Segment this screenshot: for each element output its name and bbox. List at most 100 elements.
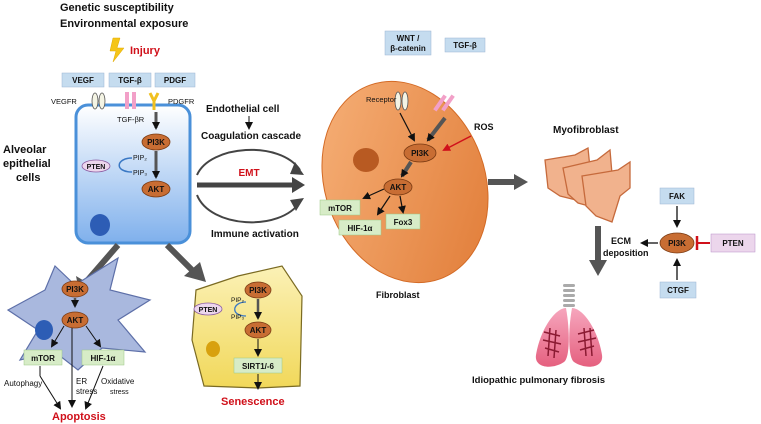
to-senescence-cell-arrow	[184, 262, 206, 282]
fibro-tgfbr-icon	[433, 94, 455, 112]
pdgfr-label: PDGFR	[168, 97, 195, 106]
oxidative-label-2: stress	[110, 389, 129, 396]
right-pi3k-node	[659, 232, 695, 254]
fibro-pi3k-label: PI3K	[411, 149, 429, 158]
ecm-arrow	[589, 260, 607, 276]
apop-akt-label: AKT	[67, 316, 84, 325]
fak-box	[659, 187, 695, 205]
tgfbr-receptor-icon	[125, 92, 136, 109]
right-pten-label: PTEN	[722, 239, 744, 248]
environmental-exposure-label: Environmental exposure	[60, 18, 188, 30]
pdgfr-receptor-icon	[148, 92, 160, 110]
myofibroblast-cells	[544, 146, 631, 223]
ecm-label-1: ECM	[611, 236, 631, 246]
apop-pi3k-label: PI3K	[66, 285, 84, 294]
ctgf-box	[659, 281, 697, 299]
receptor-label: Receptor	[366, 95, 397, 104]
apop-mtor-box	[23, 349, 63, 366]
sen-pip2-label: PIP₂	[231, 297, 244, 304]
fak-label: FAK	[669, 192, 685, 201]
pten-label: PTEN	[87, 164, 106, 171]
endothelial-label: Endothelial cell	[206, 104, 280, 115]
sen-pi3k-label: PI3K	[249, 286, 267, 295]
ctgf-label: CTGF	[667, 286, 689, 295]
pdgf-box	[154, 72, 196, 88]
sen-akt-label: AKT	[250, 326, 267, 335]
fibro-receptor-icon	[394, 91, 409, 111]
sen-pip-cycle-arrow	[234, 301, 247, 317]
fibroblast-label: Fibroblast	[376, 290, 420, 300]
senescence-label: Senescence	[221, 396, 285, 408]
emt-curve-top	[196, 149, 301, 176]
pi3k-node	[141, 133, 171, 151]
pten-node	[81, 159, 111, 173]
wnt-box	[384, 30, 432, 56]
fibro-tgfb-box	[444, 37, 486, 53]
sirt-box	[233, 357, 283, 374]
ros-label: ROS	[474, 122, 494, 132]
apop-hif-label: HIF-1α	[91, 354, 116, 363]
to-myofibroblast-arrow	[514, 174, 528, 190]
right-pten-box	[710, 233, 756, 253]
vegf-box	[61, 72, 105, 88]
right-pi3k-label: PI3K	[668, 239, 686, 248]
pip2-label: PIP₂	[133, 155, 147, 162]
fibro-mtor-box	[319, 199, 361, 216]
wnt-label-2: β-catenin	[390, 44, 426, 53]
sen-akt-node	[244, 321, 272, 339]
pdgf-label: PDGF	[164, 76, 186, 85]
tgfb-box	[108, 72, 152, 88]
alveolar-nucleus	[90, 214, 110, 236]
ipf-label: Idiopathic pulmonary fibrosis	[472, 375, 605, 386]
alveolar-label-2: epithelial	[3, 158, 51, 170]
wnt-label-1: WNT /	[397, 34, 420, 43]
fibro-fox3-box	[385, 213, 421, 230]
sen-pi3k-node	[244, 281, 272, 299]
injury-label: Injury	[130, 45, 161, 57]
fibro-fox3-label: Fox3	[394, 218, 413, 227]
fibro-akt-label: AKT	[390, 183, 407, 192]
tgfb-label: TGF-β	[118, 76, 142, 85]
apop-hif-box	[81, 349, 125, 366]
emt-label: EMT	[238, 168, 259, 179]
alveolar-label-1: Alveolar	[3, 144, 47, 156]
sen-pip3-label: PIP₃	[231, 314, 244, 321]
er-label-2: stress	[76, 387, 97, 396]
apoptosis-label: Apoptosis	[52, 411, 106, 423]
autophagy-label: Autophagy	[4, 379, 42, 388]
oxidative-label-1: Oxidative	[101, 377, 135, 386]
sirt-label: SIRT1/-6	[242, 362, 275, 371]
pip3-label: PIP₃	[133, 170, 147, 177]
fibro-akt-node	[383, 178, 413, 196]
er-label-1: ER	[76, 377, 87, 386]
sen-pten-label: PTEN	[199, 307, 218, 314]
akt-node	[141, 180, 171, 198]
apop-nucleus	[35, 320, 53, 340]
vegfr-receptor-icon	[91, 92, 106, 110]
immune-label: Immune activation	[211, 229, 299, 240]
sen-nucleus	[206, 341, 220, 357]
coagulation-label: Coagulation cascade	[201, 131, 301, 142]
lightning-icon	[109, 37, 125, 63]
alveolar-label-3: cells	[16, 172, 40, 184]
sen-pten-node	[193, 302, 223, 316]
akt-label: AKT	[148, 185, 165, 194]
fibro-mtor-label: mTOR	[328, 204, 352, 213]
vegf-label: VEGF	[72, 76, 94, 85]
emt-arrow	[292, 177, 305, 193]
pip-cycle-arrow	[118, 157, 133, 173]
myofibroblast-label: Myofibroblast	[553, 125, 619, 136]
pi3k-label: PI3K	[147, 138, 165, 147]
apop-pi3k-node	[61, 280, 89, 298]
genetic-susceptibility-label: Genetic susceptibility	[60, 2, 175, 14]
apop-mtor-label: mTOR	[31, 354, 55, 363]
fibro-tgfb-label: TGF-β	[453, 41, 477, 50]
fibro-hif-box	[338, 219, 382, 236]
tgfbr-label: TGF-βR	[117, 115, 145, 124]
fibro-pi3k-node	[403, 143, 437, 163]
fibro-nucleus	[353, 148, 379, 172]
apop-akt-node	[61, 311, 89, 329]
ecm-label-2: deposition	[603, 248, 649, 258]
lungs-icon	[535, 284, 603, 367]
